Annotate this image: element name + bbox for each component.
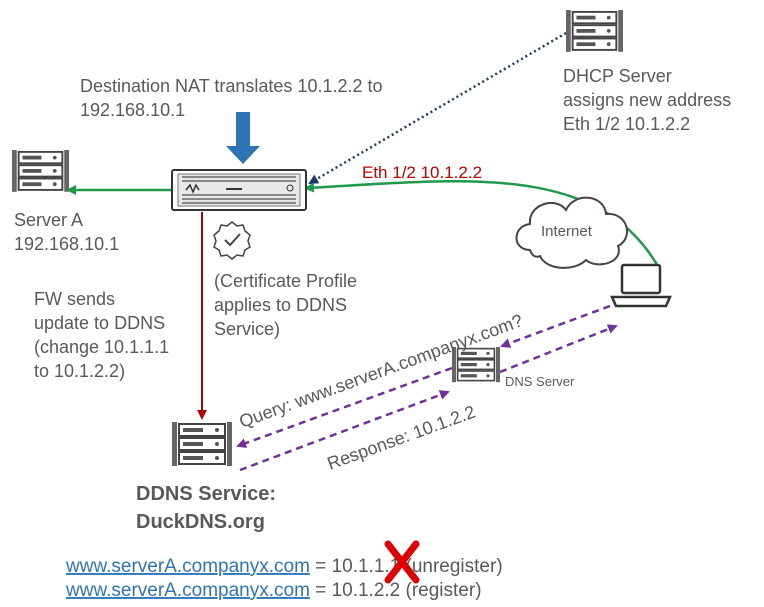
ddns-service-title: DDNS Service:: [136, 483, 276, 505]
record-register-value: = 10.1.2.2 (register): [310, 580, 482, 601]
response-label: Response: 10.1.2.2: [325, 402, 479, 474]
record-register-link[interactable]: www.serverA.companyx.com: [65, 580, 310, 601]
fw-note-line4: to 10.1.2.2): [34, 361, 125, 381]
laptop-icon: [610, 263, 672, 308]
nat-note-line2: 192.168.10.1: [80, 100, 185, 120]
cloud-icon: [515, 196, 628, 269]
inbound-traffic-arc: [304, 180, 662, 271]
query-arrow-2: [236, 366, 453, 448]
firewall-appliance-icon: [171, 169, 307, 211]
dhcp-note-line1: DHCP Server: [563, 66, 672, 86]
certificate-seal-icon: [213, 221, 251, 260]
record-register: www.serverA.companyx.com = 10.1.2.2 (reg…: [65, 580, 482, 601]
server-a-ip: 192.168.10.1: [14, 234, 119, 254]
nat-down-arrow-icon: [226, 112, 260, 164]
ddns-server-icon: [171, 421, 233, 467]
eth-interface-label: Eth 1/2 10.1.2.2: [362, 163, 482, 182]
fw-note-line2: update to DDNS: [34, 313, 165, 333]
dns-server-label: DNS Server: [505, 374, 575, 389]
internet-label: Internet: [541, 223, 593, 240]
fw-note-line3: (change 10.1.1.1: [34, 337, 169, 357]
response-arrow-2: [499, 324, 618, 374]
dhcp-server-icon: [565, 9, 624, 53]
cert-note-line1: (Certificate Profile: [214, 271, 357, 291]
ddns-service-domain: DuckDNS.org: [136, 511, 265, 533]
nat-note-line1: Destination NAT translates 10.1.2.2 to: [80, 76, 383, 96]
fw-note-line1: FW sends: [34, 289, 115, 309]
response-arrow-1: [239, 390, 450, 472]
server-a-name: Server A: [14, 210, 83, 230]
dhcp-assign-arrow: [308, 31, 567, 185]
server-a-icon: [11, 149, 70, 193]
cert-note-line3: Service): [214, 319, 280, 339]
record-unregister-link[interactable]: www.serverA.companyx.com: [65, 556, 310, 577]
unregister-x-mark-icon: [384, 540, 420, 584]
record-unregister: www.serverA.companyx.com = 10.1.1.1 (unr…: [65, 556, 503, 577]
dhcp-note-line2: assigns new address: [563, 90, 731, 110]
dhcp-note-line3: Eth 1/2 10.1.2.2: [563, 114, 690, 134]
cert-note-line2: applies to DDNS: [214, 295, 347, 315]
